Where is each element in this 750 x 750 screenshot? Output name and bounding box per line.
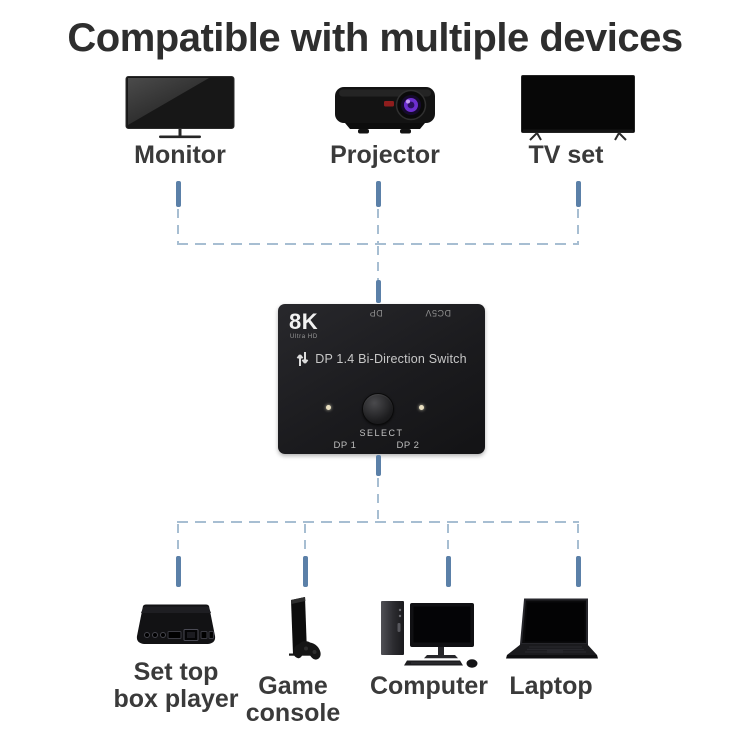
connector-line — [177, 209, 179, 243]
tv-icon — [521, 75, 635, 141]
switch-8k-badge: 8K — [289, 309, 319, 334]
bidirectional-arrows-icon — [296, 352, 309, 366]
connector-line — [377, 246, 379, 280]
monitor-label: Monitor — [134, 141, 226, 169]
monitor-icon — [125, 76, 235, 139]
game-console-icon — [289, 597, 321, 660]
set-top-box-label: Set top box player — [113, 658, 239, 713]
led-indicator-dp2 — [419, 405, 424, 410]
connector-stub-projector — [375, 181, 381, 207]
connector-stub-laptop — [575, 556, 581, 587]
connector-line — [177, 524, 179, 557]
page-title: Compatible with multiple devices — [67, 16, 683, 60]
led-indicator-dp1 — [326, 405, 331, 410]
connector-stub-game-console — [302, 556, 308, 587]
game-console-label: Game console — [245, 672, 341, 727]
connector-line — [447, 524, 449, 557]
connector-line — [577, 209, 579, 243]
connector-line — [177, 243, 579, 245]
connector-line — [177, 521, 579, 523]
switch-dp2-label: DP 2 — [396, 440, 420, 451]
laptop-icon — [506, 598, 598, 659]
connector-stub-set-top-box — [175, 556, 181, 587]
switch-dc5v-port-label: DC5V — [425, 308, 452, 318]
connector-stub-tv — [575, 181, 581, 207]
select-button — [362, 393, 394, 425]
switch-model-label: DP 1.4 Bi-Direction Switch — [315, 352, 467, 366]
connector-stub-computer — [445, 556, 451, 587]
switch-model-row: DP 1.4 Bi-Direction Switch — [278, 351, 485, 367]
switch-ultra-hd-label: Ultra HD — [290, 334, 318, 340]
select-button-label: SELECT — [359, 428, 404, 438]
projector-icon — [335, 87, 435, 134]
connector-stub-monitor — [175, 181, 181, 207]
switch-dp-port-label: DP — [369, 308, 383, 318]
connector-stub-switch-bottom — [375, 455, 381, 476]
connector-line — [577, 524, 579, 557]
switch-dp1-label: DP 1 — [333, 440, 357, 451]
connector-line — [377, 478, 379, 521]
dp-switch-device: 8K Ultra HD DP DC5V DP 1.4 Bi-Direction … — [278, 304, 485, 454]
laptop-label: Laptop — [509, 672, 593, 700]
connector-line — [304, 524, 306, 557]
projector-label: Projector — [330, 141, 440, 169]
connector-stub-switch-top — [375, 280, 381, 303]
computer-icon — [381, 601, 478, 668]
set-top-box-icon — [136, 604, 216, 644]
tv-set-label: TV set — [528, 141, 604, 169]
connector-line — [377, 209, 379, 243]
computer-label: Computer — [369, 672, 489, 700]
